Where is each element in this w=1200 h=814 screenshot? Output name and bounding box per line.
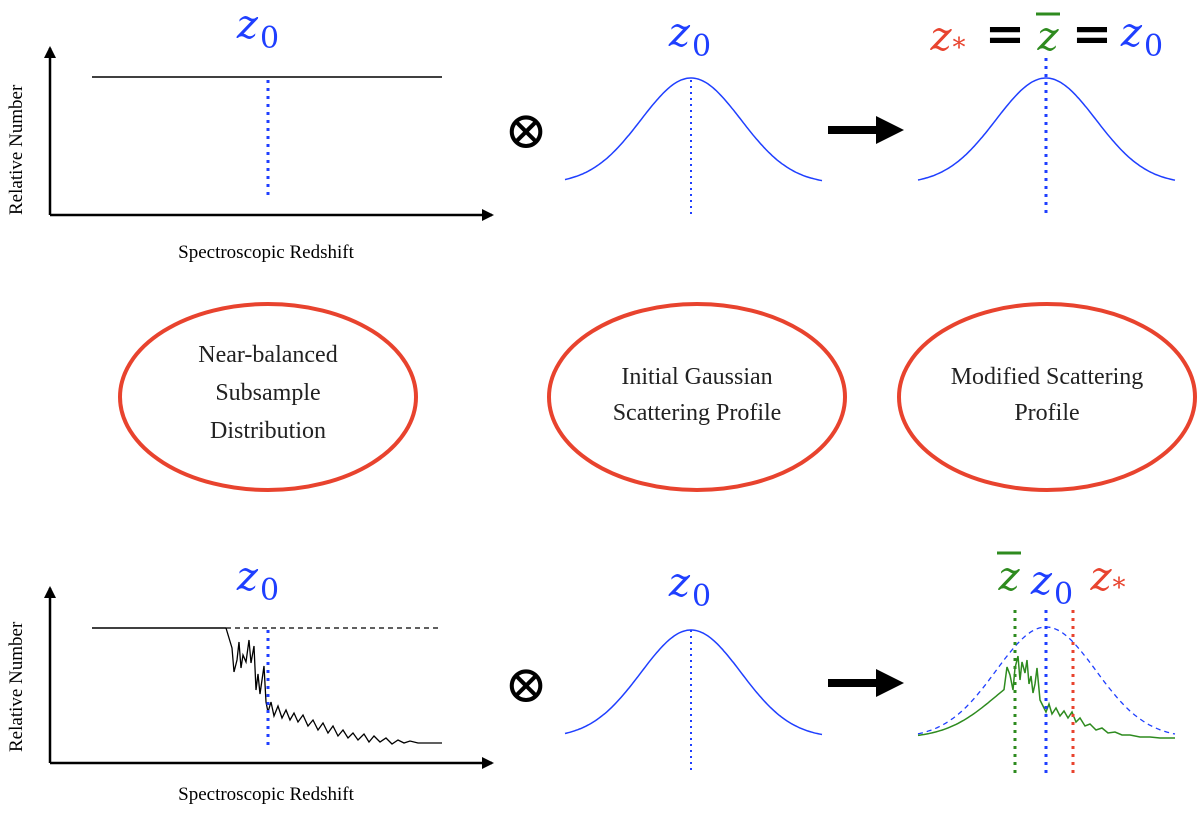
ellipse-outline bbox=[897, 302, 1197, 492]
equals-sign: = bbox=[1072, 6, 1112, 62]
ellipse-initial-gaussian: Initial Gaussian Scattering Profile bbox=[547, 302, 847, 492]
z0-label: z0 bbox=[668, 10, 711, 64]
top-middle-gaussian: z0 bbox=[564, 10, 823, 215]
ellipse-text-line: Modified Scattering bbox=[951, 364, 1144, 390]
ellipse-outline bbox=[547, 302, 847, 492]
result-arrow-bottom-head bbox=[876, 669, 904, 697]
gaussian-curve bbox=[917, 77, 1176, 181]
gaussian-curve bbox=[564, 629, 823, 736]
zstar-label: z* bbox=[929, 14, 965, 63]
ellipse-text-line: Near-balanced bbox=[198, 342, 337, 368]
top-left-axes: Relative Number Spectroscopic Redshift z… bbox=[6, 2, 494, 263]
z0-label: z0 bbox=[236, 2, 279, 56]
z0-label: z0 bbox=[1120, 10, 1163, 64]
zbar-label: z bbox=[997, 554, 1020, 600]
y-axis-label: Relative Number bbox=[6, 621, 27, 752]
zstar-label: z* bbox=[1089, 554, 1125, 603]
ellipse-text-line: Profile bbox=[1014, 400, 1079, 426]
ellipse-near-balanced: Near-balanced Subsample Distribution bbox=[118, 302, 418, 492]
top-right-gaussian: z* = z = z0 bbox=[917, 6, 1176, 215]
ellipse-modified-scattering: Modified Scattering Profile bbox=[897, 302, 1197, 492]
ellipse-text-line: Distribution bbox=[210, 418, 326, 444]
equals-sign: = bbox=[985, 6, 1025, 62]
ellipse-outline bbox=[118, 302, 418, 492]
z0-label: z0 bbox=[236, 554, 279, 608]
gaussian-curve bbox=[564, 77, 823, 182]
ellipse-text-line: Initial Gaussian bbox=[621, 364, 772, 390]
bottom-left-axes: Relative Number Spectroscopic Redshift z… bbox=[6, 554, 494, 805]
result-arrow-top-head bbox=[876, 116, 904, 144]
ellipse-text-line: Subsample bbox=[215, 380, 320, 406]
y-axis-label: Relative Number bbox=[6, 84, 27, 215]
convolve-symbol-top: ⊗ bbox=[504, 101, 548, 161]
z0-label: z0 bbox=[668, 560, 711, 614]
x-axis-label: Spectroscopic Redshift bbox=[178, 784, 354, 805]
declining-distribution-curve bbox=[225, 627, 442, 745]
ellipse-row: Near-balanced Subsample Distribution Ini… bbox=[118, 302, 1197, 492]
z0-label: z0 bbox=[1030, 558, 1073, 612]
top-row: Relative Number Spectroscopic Redshift z… bbox=[6, 2, 1176, 263]
zbar-label: z bbox=[1036, 14, 1059, 60]
bottom-right-modified-profile: z z0 z* bbox=[917, 551, 1176, 775]
ellipse-text-line: Scattering Profile bbox=[613, 400, 782, 426]
x-axis-label: Spectroscopic Redshift bbox=[178, 242, 354, 263]
bottom-middle-gaussian: z0 bbox=[564, 560, 823, 770]
bottom-row: Relative Number Spectroscopic Redshift z… bbox=[6, 551, 1176, 805]
convolve-symbol-bottom: ⊗ bbox=[504, 655, 548, 715]
